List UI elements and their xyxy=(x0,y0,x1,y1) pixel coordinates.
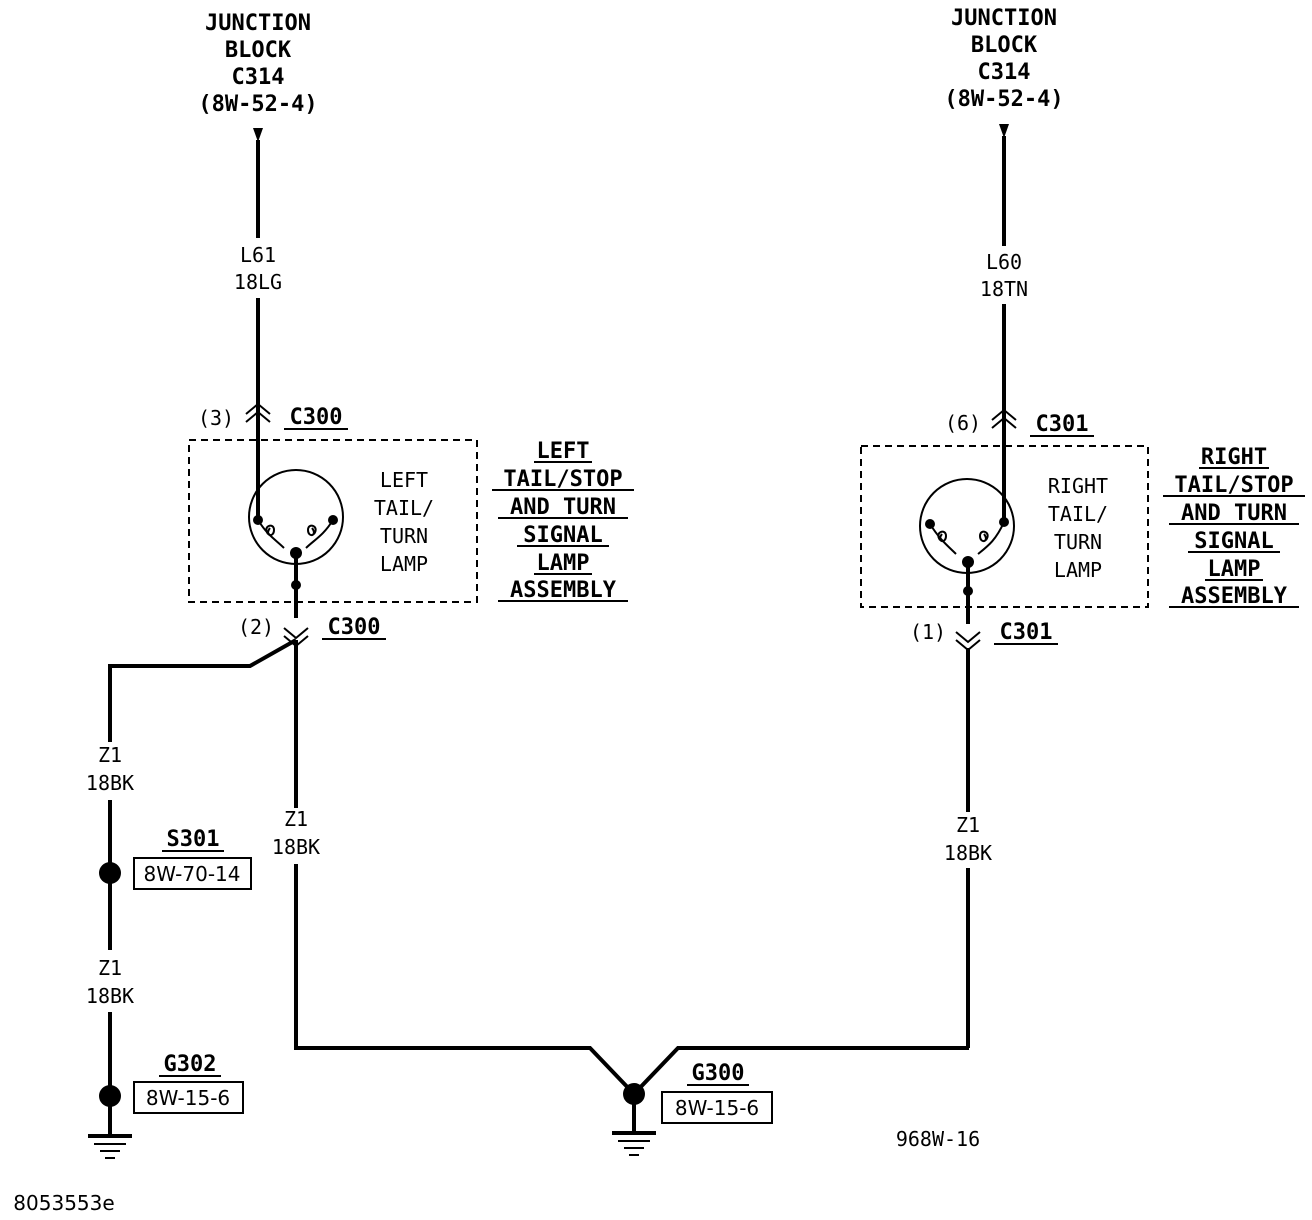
right-upper-connector-label: C301 xyxy=(1036,412,1089,437)
left-lamp-assembly-box xyxy=(188,439,478,603)
left-outer-lower-gauge: 18BK xyxy=(86,984,134,1008)
right-title-3: AND TURN xyxy=(1181,501,1287,526)
right-feed-gauge: 18TN xyxy=(980,277,1028,301)
left-upper-pin: (3) xyxy=(198,406,234,430)
left-lamp-label-1: LEFT xyxy=(380,468,428,492)
left-upper-connector-label: C300 xyxy=(290,405,343,430)
right-source-line-2: BLOCK xyxy=(971,33,1038,58)
right-source-arrow-icon xyxy=(999,124,1009,138)
right-lower-pin: (1) xyxy=(910,620,946,644)
right-upper-pin: (6) xyxy=(945,411,981,435)
left-inner-circuit: Z1 xyxy=(284,807,308,831)
left-title-1: LEFT xyxy=(537,439,590,464)
left-title-2: TAIL/STOP xyxy=(503,467,622,492)
left-title-5: LAMP xyxy=(537,551,590,576)
right-lamp-label-1: RIGHT xyxy=(1048,474,1108,498)
left-outer-lower-circuit: Z1 xyxy=(98,956,122,980)
right-lamp-label-3: TURN xyxy=(1054,530,1102,554)
right-feed-circuit: L60 xyxy=(986,250,1022,274)
left-upper-connector-icon xyxy=(245,402,271,423)
left-junction-block-label: JUNCTION BLOCK C314 (8W-52-4) xyxy=(198,11,317,117)
left-title-3: AND TURN xyxy=(510,495,616,520)
splice-name: S301 xyxy=(167,827,220,852)
right-lamp-assembly-box xyxy=(860,445,1149,608)
right-lower-connector-icon xyxy=(955,631,981,652)
right-lamp-label-2: TAIL/ xyxy=(1048,502,1108,526)
left-title-4: SIGNAL xyxy=(523,523,602,548)
right-title-1: RIGHT xyxy=(1201,445,1267,470)
right-title-4: SIGNAL xyxy=(1194,529,1273,554)
ground-g302-ref: 8W-15-6 xyxy=(146,1086,230,1110)
right-source-line-3: C314 xyxy=(978,60,1031,85)
ground-g300-dot-icon xyxy=(623,1083,645,1105)
right-lamp-bulb-icon xyxy=(919,478,1015,596)
right-title-5: LAMP xyxy=(1208,557,1261,582)
left-source-arrow-icon xyxy=(253,128,263,142)
left-lamp-bulb-icon xyxy=(248,469,344,590)
ground-g302-symbol-icon xyxy=(88,1134,132,1159)
ground-g300-symbol-icon xyxy=(612,1131,656,1156)
left-outer-upper-gauge: 18BK xyxy=(86,771,134,795)
left-lamp-label-2: TAIL/ xyxy=(374,496,434,520)
left-feed-circuit: L61 xyxy=(240,243,276,267)
right-ground-gauge: 18BK xyxy=(944,841,992,865)
ground-g302-dot-icon xyxy=(99,1085,121,1107)
ground-g302-name: G302 xyxy=(164,1052,217,1077)
ground-g300-name: G300 xyxy=(692,1061,745,1086)
document-id: 8053553e xyxy=(13,1191,114,1215)
ground-g302-ref-box xyxy=(133,1081,244,1114)
figure-code: 968W-16 xyxy=(896,1127,980,1151)
right-ground-circuit: Z1 xyxy=(956,813,980,837)
left-lamp-label-4: LAMP xyxy=(380,552,428,576)
left-source-line-4: (8W-52-4) xyxy=(198,92,317,117)
ground-g300-ref: 8W-15-6 xyxy=(675,1096,759,1120)
left-lower-pin: (2) xyxy=(238,615,274,639)
left-feed-gauge: 18LG xyxy=(234,270,282,294)
right-junction-block-label: JUNCTION BLOCK C314 (8W-52-4) xyxy=(944,6,1063,112)
right-title-2: TAIL/STOP xyxy=(1174,473,1293,498)
right-source-line-1: JUNCTION xyxy=(951,6,1057,31)
right-ground-wire-bottom xyxy=(632,1046,969,1096)
left-source-line-2: BLOCK xyxy=(225,38,292,63)
left-outer-ground-wire-top xyxy=(108,638,297,742)
left-lamp-label-3: TURN xyxy=(380,524,428,548)
right-lamp-assembly-title: RIGHT TAIL/STOP AND TURN SIGNAL LAMP ASS… xyxy=(1163,445,1305,609)
right-source-line-4: (8W-52-4) xyxy=(944,87,1063,112)
right-title-6: ASSEMBLY xyxy=(1181,584,1288,609)
right-lower-connector-label: C301 xyxy=(1000,620,1053,645)
splice-s301-dot-icon xyxy=(99,862,121,884)
left-inner-ground-wire-bottom xyxy=(294,864,636,1096)
right-upper-connector-icon xyxy=(991,408,1017,429)
splice-ref-box xyxy=(133,857,252,890)
splice-ref: 8W-70-14 xyxy=(143,862,240,886)
left-source-line-1: JUNCTION xyxy=(205,11,311,36)
left-lamp-assembly-title: LEFT TAIL/STOP AND TURN SIGNAL LAMP ASSE… xyxy=(492,439,634,603)
left-lower-connector-label: C300 xyxy=(328,615,381,640)
left-source-line-3: C314 xyxy=(232,65,285,90)
left-title-6: ASSEMBLY xyxy=(510,578,617,603)
left-inner-gauge: 18BK xyxy=(272,835,320,859)
left-outer-upper-circuit: Z1 xyxy=(98,743,122,767)
right-lamp-label-4: LAMP xyxy=(1054,558,1102,582)
ground-g300-ref-box xyxy=(661,1091,773,1124)
